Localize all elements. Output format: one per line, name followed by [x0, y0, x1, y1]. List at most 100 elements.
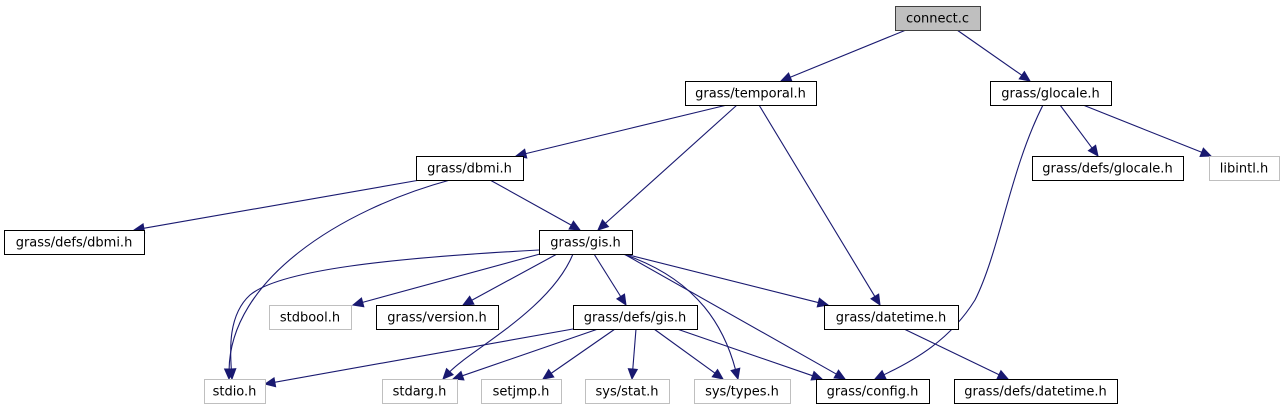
node-box[interactable] — [376, 305, 499, 330]
edge-defs-gis-h-to-stdio-h-arrowhead — [263, 376, 277, 388]
edge-defs-gis-h-to-sys-stat-h — [632, 328, 637, 371]
node-box — [382, 379, 458, 404]
node-stdarg-h: stdarg.h — [382, 379, 458, 404]
node-label: sys/types.h — [705, 385, 779, 400]
edge-defs-gis-h-to-sys-stat-h-arrowhead — [627, 368, 639, 381]
node-label: libintl.h — [1220, 162, 1268, 177]
node-box[interactable] — [954, 379, 1118, 404]
edge-gis-h-to-config-h-arrowhead — [833, 369, 847, 380]
node-label: sys/stat.h — [596, 385, 659, 400]
edge-defs-gis-h-to-setjmp-h-arrowhead — [541, 368, 555, 380]
node-label: grass/defs/glocale.h — [1042, 162, 1172, 177]
node-box — [1209, 156, 1280, 181]
node-connect-c[interactable]: connect.c — [895, 6, 981, 31]
edge-gis-h-to-stdbool-h-arrowhead — [351, 297, 365, 308]
node-stdio-h: stdio.h — [204, 379, 266, 404]
node-box[interactable] — [1032, 156, 1184, 181]
node-box[interactable] — [816, 379, 930, 404]
node-glocale-h[interactable]: grass/glocale.h — [990, 81, 1112, 106]
edge-defs-gis-h-to-config-h — [676, 328, 814, 377]
edge-temporal-h-to-datetime-h-arrowhead — [870, 293, 881, 307]
edge-gis-h-to-stdio-h — [230, 249, 540, 371]
edge-gis-h-to-version-h — [470, 253, 558, 302]
node-sys-types-h: sys/types.h — [694, 379, 791, 404]
edge-defs-gis-h-to-stdarg-h-arrowhead — [451, 370, 465, 381]
node-defs-gis-h[interactable]: grass/defs/gis.h — [573, 305, 698, 330]
edge-gis-h-to-defs-gis-h — [593, 253, 622, 298]
node-label: grass/defs/dbmi.h — [16, 236, 133, 251]
node-version-h[interactable]: grass/version.h — [376, 305, 499, 330]
node-config-h[interactable]: grass/config.h — [816, 379, 930, 404]
edge-glocale-h-to-config-h — [882, 104, 1044, 376]
node-label: grass/defs/datetime.h — [964, 385, 1107, 400]
node-datetime-h[interactable]: grass/datetime.h — [824, 305, 959, 330]
node-label: connect.c — [906, 12, 969, 27]
edge-defs-gis-h-to-stdarg-h — [461, 328, 599, 377]
node-sys-stat-h: sys/stat.h — [585, 379, 670, 404]
node-label: grass/datetime.h — [836, 311, 947, 326]
node-label: setjmp.h — [493, 385, 550, 400]
edge-gis-h-to-stdarg-h-arrowhead — [442, 367, 455, 380]
edge-dbmi-h-to-defs-dbmi-h — [142, 179, 421, 229]
node-box[interactable] — [990, 81, 1112, 106]
edge-gis-h-to-stdbool-h — [361, 253, 541, 304]
node-box[interactable] — [539, 230, 633, 255]
node-defs-datetime-h[interactable]: grass/defs/datetime.h — [954, 379, 1118, 404]
edge-dbmi-h-to-gis-h-arrowhead — [568, 220, 582, 231]
node-label: grass/version.h — [387, 311, 486, 326]
edge-gis-h-to-defs-gis-h-arrowhead — [615, 293, 627, 307]
edge-gis-h-to-sys-types-h — [622, 253, 737, 371]
node-box[interactable] — [4, 230, 145, 255]
edge-temporal-h-to-gis-h-arrowhead — [597, 219, 610, 231]
edge-temporal-h-to-gis-h — [604, 104, 738, 225]
node-setjmp-h: setjmp.h — [481, 379, 562, 404]
edge-connect-c-to-glocale-h-arrowhead — [1018, 70, 1031, 82]
node-stdbool-h: stdbool.h — [269, 305, 352, 330]
edge-glocale-h-to-defs-glocale-h-arrowhead — [1087, 144, 1099, 157]
node-box[interactable] — [895, 6, 981, 31]
node-temporal-h[interactable]: grass/temporal.h — [685, 81, 817, 106]
edge-connect-c-to-temporal-h-arrowhead — [779, 72, 793, 82]
node-box — [481, 379, 562, 404]
edge-datetime-h-to-defs-datetime-h — [903, 328, 1001, 376]
edge-dbmi-h-to-gis-h — [489, 179, 573, 227]
node-box[interactable] — [416, 156, 524, 181]
node-dbmi-h[interactable]: grass/dbmi.h — [416, 156, 524, 181]
nodes-layer: connect.c grass/temporal.h grass/glocale.h… — [4, 6, 1280, 404]
node-label: stdarg.h — [393, 385, 447, 400]
edge-connect-c-to-glocale-h — [956, 29, 1023, 77]
edge-gis-h-to-datetime-h-arrowhead — [816, 297, 830, 308]
edge-temporal-h-to-datetime-h — [758, 104, 876, 298]
node-label: grass/config.h — [827, 385, 919, 400]
edge-glocale-h-to-libintl-h-arrowhead — [1199, 147, 1213, 158]
edge-glocale-h-to-config-h-arrowhead — [873, 369, 887, 380]
node-defs-dbmi-h[interactable]: grass/defs/dbmi.h — [4, 230, 145, 255]
node-box — [585, 379, 670, 404]
edge-defs-gis-h-to-sys-types-h-arrowhead — [711, 368, 724, 380]
node-box — [204, 379, 266, 404]
node-box[interactable] — [573, 305, 698, 330]
node-gis-h[interactable]: grass/gis.h — [539, 230, 633, 255]
node-label: grass/glocale.h — [1001, 87, 1099, 102]
edge-temporal-h-to-dbmi-h — [524, 104, 728, 155]
edge-datetime-h-to-defs-datetime-h-arrowhead — [996, 369, 1010, 380]
edge-glocale-h-to-libintl-h — [1082, 104, 1203, 154]
edge-gis-h-to-version-h-arrowhead — [461, 295, 475, 306]
node-label: stdbool.h — [280, 311, 340, 326]
node-box — [269, 305, 352, 330]
node-box[interactable] — [824, 305, 959, 330]
edges-layer — [132, 29, 1213, 388]
node-box[interactable] — [685, 81, 817, 106]
edge-gis-h-to-sys-types-h-arrowhead — [730, 367, 741, 381]
edge-defs-gis-h-to-stdio-h — [273, 328, 574, 383]
edge-dbmi-h-to-stdio-h — [228, 179, 451, 371]
edge-defs-gis-h-to-config-h-arrowhead — [810, 370, 824, 381]
node-label: grass/defs/gis.h — [584, 311, 686, 326]
edge-gis-h-to-datetime-h — [624, 253, 820, 304]
node-label: grass/gis.h — [550, 236, 621, 251]
edge-gis-h-to-stdio-h-arrowhead — [226, 368, 237, 381]
node-defs-glocale-h[interactable]: grass/defs/glocale.h — [1032, 156, 1184, 181]
edge-defs-gis-h-to-setjmp-h — [550, 328, 616, 375]
node-label: grass/dbmi.h — [427, 162, 512, 177]
